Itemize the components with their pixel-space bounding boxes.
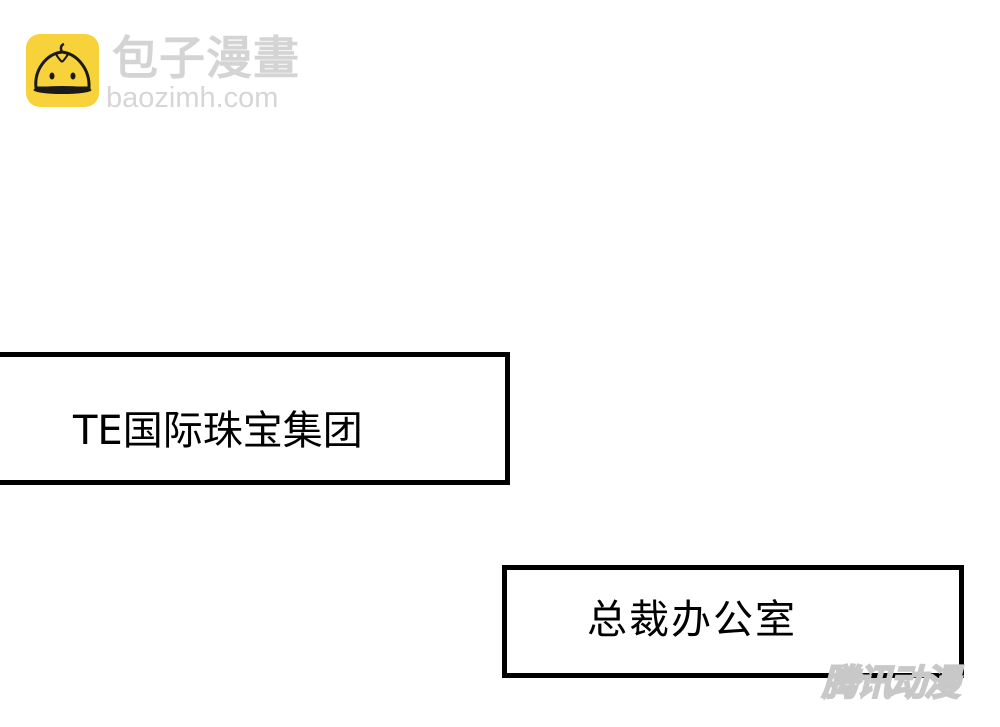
logo-url: baozimh.com — [106, 82, 279, 114]
steamed-bun-icon — [26, 34, 99, 107]
tencent-comics-watermark: 腾讯动漫 — [821, 663, 961, 705]
caption-box-company: TE国际珠宝集团 — [0, 352, 510, 485]
logo-title: 包子漫畫 — [112, 31, 300, 85]
site-logo[interactable]: 包子漫畫 baozimh.com — [26, 31, 326, 114]
caption-box-office: 总裁办公室 — [502, 565, 964, 678]
caption-company-name: TE国际珠宝集团 — [73, 408, 363, 454]
caption-office-name: 总裁办公室 — [587, 597, 797, 643]
